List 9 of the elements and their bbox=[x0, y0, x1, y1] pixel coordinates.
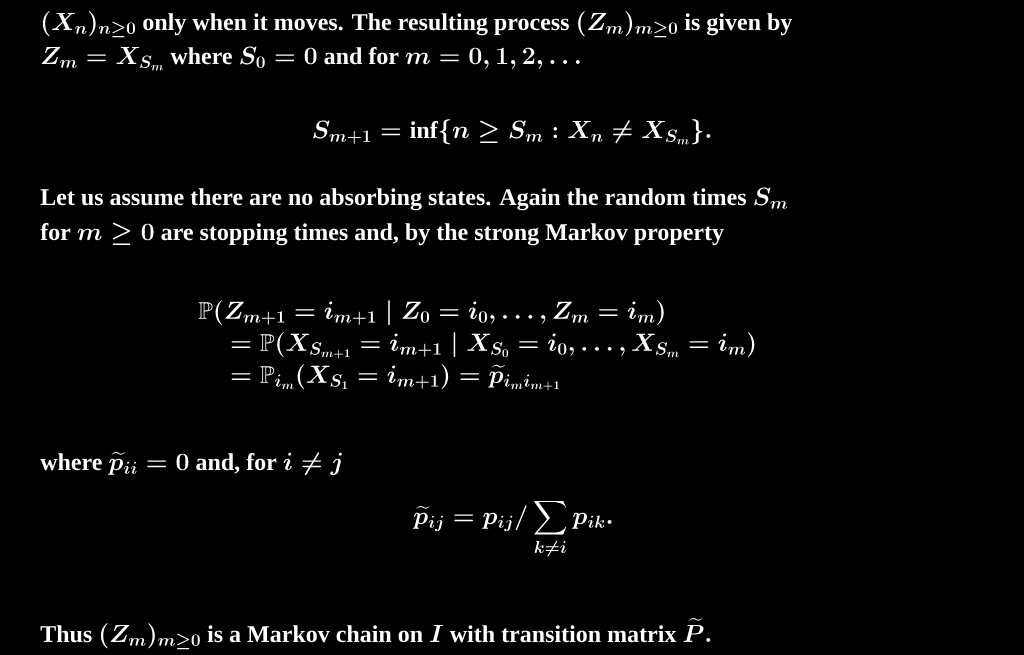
text-line: $\text{Thus }(Z_m)_{m\ge 0}\text{ is a Markov chain on }I\text{ with transition matrix }\widetilde{P}.$ bbox=[40, 617, 711, 650]
text-line: $Z_m = X_{S_m}\text{ where }S_0 = 0\text{ and for }m = 0, 1, 2, \dots$ bbox=[41, 46, 580, 71]
equation: $S_{m+1} = \inf\{n \ge S_m : X_n \ne X_{S_m}\}.$ bbox=[313, 119, 711, 145]
text-line: $\text{where }\widetilde{p}_{ii} = 0\text{ and, for }i \ne j$ bbox=[40, 451, 342, 476]
text-line: $\text{for }m \ge 0\text{ are stopping times and, by the strong Markov property}$ bbox=[40, 222, 724, 246]
equation: $\widetilde{p}_{ij} = p_{ij}/\sum_{k \ne i} p_{ik}.$ bbox=[412, 500, 612, 557]
text-line: $\text{Let us assume there are no absorbing states. Again the random times }S_m$ bbox=[40, 187, 788, 211]
text-line: $(X_n)_{n\ge 0}\text{ only when it moves. The resulting process }(Z_m)_{m\ge 0}\text{ is given by}$ bbox=[42, 11, 793, 38]
equation: $\begin{aligned}&\mathbb{P}(Z_{m+1} = i_{m+1} \mid Z_0 = i_0, \dots, Z_m = i_m)\\ &\quad = \mathbb{P}(X_{S_{m+1}} = i_{m+1} \mid X_{S_0} = i_0, \dots, X_{S_m} = i_m)\\ &\quad = \mathbb{P}_{i_m}(X_{S_1} = i_{m+1}) = \widetilde{p}_{i_m i_{m+1}}\end{aligned}$ bbox=[198, 300, 755, 391]
